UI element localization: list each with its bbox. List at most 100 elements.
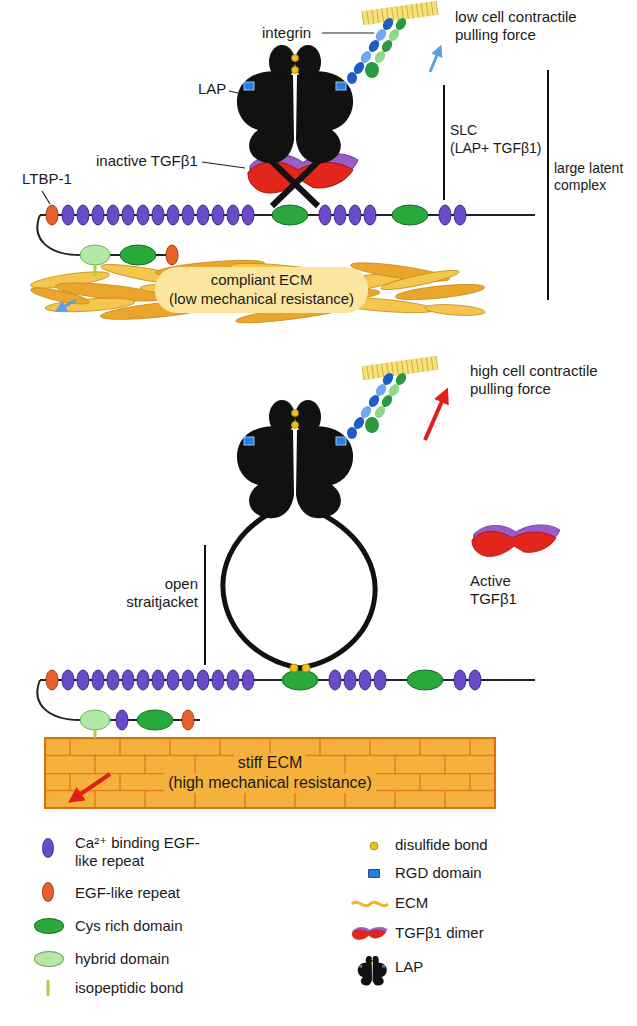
ltbp1-strand [152, 670, 164, 690]
legend-swatch [42, 882, 54, 902]
ltbp1-strand [182, 710, 194, 730]
ltbp1-strand [329, 670, 341, 690]
annotation-label: integrin [262, 24, 311, 42]
ltbp1-strand [212, 205, 224, 225]
straitjacket [262, 152, 328, 206]
ecm-sample [352, 902, 388, 905]
leader-lines [202, 162, 245, 168]
annotation-label: open straitjacket [108, 575, 198, 612]
ecm-resistance-arrow [58, 300, 76, 310]
ltbp1-strand [94, 730, 97, 738]
legend-text: hybrid domain [75, 950, 169, 968]
node-text: (high mechanical resistance) [164, 773, 376, 793]
disulfide-sample [370, 842, 378, 850]
legend-text: LAP [395, 958, 423, 976]
straitjacket [262, 152, 318, 206]
ltbp1-strand [227, 670, 239, 690]
ltbp1-strand [227, 205, 239, 225]
ltbp1-strand [374, 670, 386, 690]
legend-swatch [34, 951, 64, 967]
leader-lines [229, 91, 238, 93]
disulfide-bond [290, 664, 298, 672]
ltbp1-strand [46, 670, 58, 690]
pulling-force-arrow [425, 392, 446, 440]
ltbp1-strand [122, 670, 134, 690]
ltbp1-strand [137, 710, 173, 730]
stiff-ecm-bricks [45, 738, 495, 808]
compliant-ecm-fibres [425, 303, 486, 317]
ltbp1-strand [197, 205, 209, 225]
ltbp1-strand [319, 205, 331, 225]
leader-lines [42, 191, 50, 204]
legend-swatch [34, 918, 64, 934]
legend-text: ECM [395, 894, 428, 912]
lap-pair [237, 45, 353, 163]
ltbp1-strand [272, 205, 308, 225]
ltbp1-strand [94, 265, 97, 276]
lap-sample [358, 956, 387, 986]
integrin [347, 1, 439, 84]
annotation-label: SLC [450, 122, 477, 139]
annotation-label: inactive TGFβ1 [96, 152, 198, 170]
ltbp1-strand [212, 670, 224, 690]
legend-text: EGF-like repeat [75, 884, 180, 902]
ltbp1-strand [469, 670, 481, 690]
bracket-bars [204, 545, 206, 665]
ltbp1-strand [364, 205, 376, 225]
ltbp1-strand [282, 670, 318, 690]
node-text: compliant ECM [169, 271, 354, 290]
straitjacket [272, 152, 328, 206]
ltbp1-strand [92, 205, 104, 225]
legend-text: TGFβ1 dimer [395, 924, 484, 942]
pulling-force-arrow [430, 48, 440, 72]
ltbp1-strand [167, 670, 179, 690]
open-straitjacket-loop [223, 513, 375, 668]
legend-text: RGD domain [395, 864, 482, 882]
ltbp1-strand [439, 205, 451, 225]
ltbp1-strand [137, 670, 149, 690]
leader-lines [322, 32, 374, 33]
ltbp1-strand [454, 670, 466, 690]
lap-pair [237, 400, 353, 518]
ltbp1-strand [349, 205, 361, 225]
ltbp1-strand [120, 245, 156, 265]
ltbp1-strand [37, 205, 535, 276]
ltbp1-strand [167, 205, 179, 225]
tgf-sample [352, 927, 387, 940]
ltbp1-strand [107, 670, 119, 690]
ltbp1-strand [37, 670, 535, 738]
node-text: stiff ECM [234, 753, 307, 773]
ltbp1-strand [46, 205, 58, 225]
annotation-label: LAP [198, 80, 226, 98]
ltbp1-strand [334, 205, 346, 225]
ltbp1-strand [62, 205, 74, 225]
disulfide-bond [302, 664, 310, 672]
ltbp1-strand [344, 670, 356, 690]
node-text: (low mechanical resistance) [169, 290, 354, 309]
bracket-bars [547, 70, 549, 300]
ltbp1-strand [182, 205, 194, 225]
ecm-block: stiff ECM(high mechanical resistance) [45, 738, 495, 808]
compliant-ecm-fibres [30, 285, 91, 307]
leader-lines [42, 33, 374, 204]
annotation-label: large latent complex [554, 160, 632, 194]
legend-swatch [42, 838, 54, 858]
legend-text: isopeptidic bond [75, 979, 183, 997]
ltbp1-strand [116, 710, 128, 730]
ltbp1-strand [407, 670, 443, 690]
ltbp1-strand [242, 205, 254, 225]
annotation-label: high cell contractile pulling force [470, 362, 620, 399]
ltbp1-strand [182, 670, 194, 690]
ltbp1-strand [166, 245, 178, 265]
ecm-region: compliant ECM(low mechanical resistance) [155, 267, 368, 313]
ecm-resistance-arrow [72, 774, 110, 800]
ltbp1-strand [242, 670, 254, 690]
ltbp1-strand [92, 670, 104, 690]
legend-swatch [368, 869, 380, 878]
ltbp1-strand [454, 205, 466, 225]
ltbp1-strand [80, 710, 110, 730]
annotation-label: low cell contractile pulling force [455, 8, 605, 45]
annotation-label: Active TGFβ1 [470, 572, 532, 609]
isopeptide-sample [47, 980, 50, 996]
